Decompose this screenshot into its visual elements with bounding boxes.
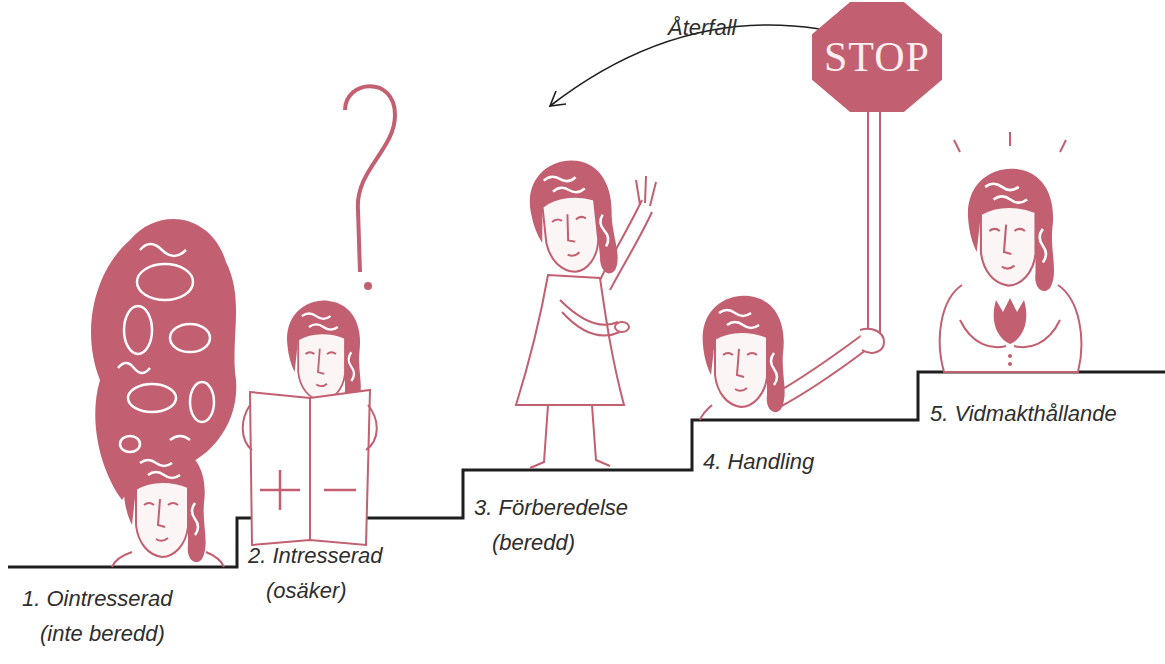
stage-label: 5. Vidmakthållande <box>930 396 1117 431</box>
stage-label: 2. Intresserad (osäker) <box>248 538 441 608</box>
woman-hands <box>243 405 377 450</box>
thought-scribbles <box>118 244 214 452</box>
scribble-line <box>118 244 190 440</box>
tulip <box>994 298 1027 344</box>
scribble-loop <box>128 384 176 412</box>
holding-arm <box>772 335 866 408</box>
bent-arm <box>560 300 620 335</box>
woman-dress <box>516 275 624 405</box>
button <box>1008 354 1012 358</box>
woman-body <box>940 285 1082 372</box>
minus-symbol <box>324 489 356 492</box>
figure-interested <box>243 86 395 545</box>
scribble-loop <box>190 382 214 422</box>
shine-lines <box>954 132 1066 152</box>
woman-head <box>968 169 1054 291</box>
question-dot <box>364 282 372 290</box>
clasped-arms <box>960 320 1060 347</box>
newspaper <box>250 390 370 545</box>
scribble-loop <box>170 324 210 352</box>
woman-head <box>526 156 620 280</box>
scribble-loop <box>124 306 152 354</box>
stop-sign: STOP <box>812 2 942 112</box>
woman-legs <box>530 405 610 468</box>
sign-pole <box>868 106 880 346</box>
stage-label: 4. Handling <box>703 444 814 479</box>
figure-maintenance <box>940 132 1082 372</box>
sign-text: STOP <box>812 2 942 112</box>
stage-label: 3. Förberedelse (beredd) <box>474 490 667 560</box>
relapse-label: Återfall <box>668 10 736 45</box>
figure-preparation <box>516 156 656 468</box>
question-mark <box>345 86 395 272</box>
holding-hand <box>860 329 884 353</box>
button <box>1008 362 1012 366</box>
figure-action <box>700 106 884 420</box>
arrow-head <box>550 91 566 106</box>
raised-hand <box>636 176 656 206</box>
plus-symbol <box>260 470 300 510</box>
scribble-loop <box>120 436 140 452</box>
scribble-loop <box>137 264 193 300</box>
figure-uninterested <box>91 219 236 567</box>
stage-label: 1. Ointresserad (inte beredd) <box>22 581 215 651</box>
watch <box>615 322 629 332</box>
woman-shoulders <box>112 552 224 567</box>
woman-head <box>287 301 361 406</box>
octagon-shape <box>812 2 942 112</box>
woman-shoulders <box>700 405 712 420</box>
newspaper-fold <box>309 398 311 540</box>
woman-head <box>124 446 206 563</box>
